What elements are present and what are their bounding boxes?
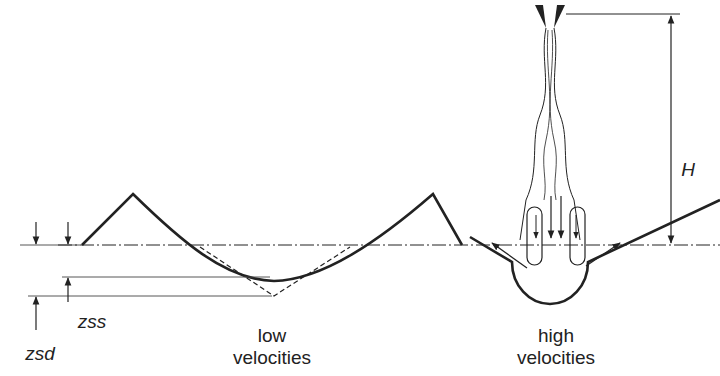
scour-profile (82, 194, 462, 281)
dimension-label: H (679, 159, 697, 181)
dimension-arrow (67, 278, 68, 302)
dynamic-scour-profile (200, 247, 350, 296)
flow-arrow (586, 243, 620, 266)
jet (544, 30, 550, 200)
dimension-arrow (35, 297, 36, 330)
flow-arrow (550, 196, 551, 238)
flow-arrow (576, 215, 577, 238)
extension-line (28, 296, 272, 297)
eddy (527, 207, 542, 265)
dimension-label: zss (76, 311, 109, 333)
dimension-label: zsd (23, 343, 57, 365)
dimension-arrow (35, 222, 36, 244)
jet (554, 28, 580, 240)
nozzle (554, 5, 565, 28)
dimension-arrow (670, 16, 671, 243)
extension-line (566, 14, 680, 15)
caption-label: low velocities (217, 325, 327, 369)
caption-label: high velocities (501, 325, 611, 369)
jet (520, 28, 546, 240)
eddy (570, 207, 585, 265)
scour-profile (470, 200, 720, 304)
dimension-arrow (67, 222, 68, 244)
nozzle (535, 5, 546, 28)
flow-arrow (560, 196, 561, 238)
jet (550, 30, 556, 200)
flow-arrow (492, 243, 527, 268)
extension-line (62, 277, 270, 278)
flow-arrow (536, 215, 537, 238)
extension-line (20, 245, 80, 246)
